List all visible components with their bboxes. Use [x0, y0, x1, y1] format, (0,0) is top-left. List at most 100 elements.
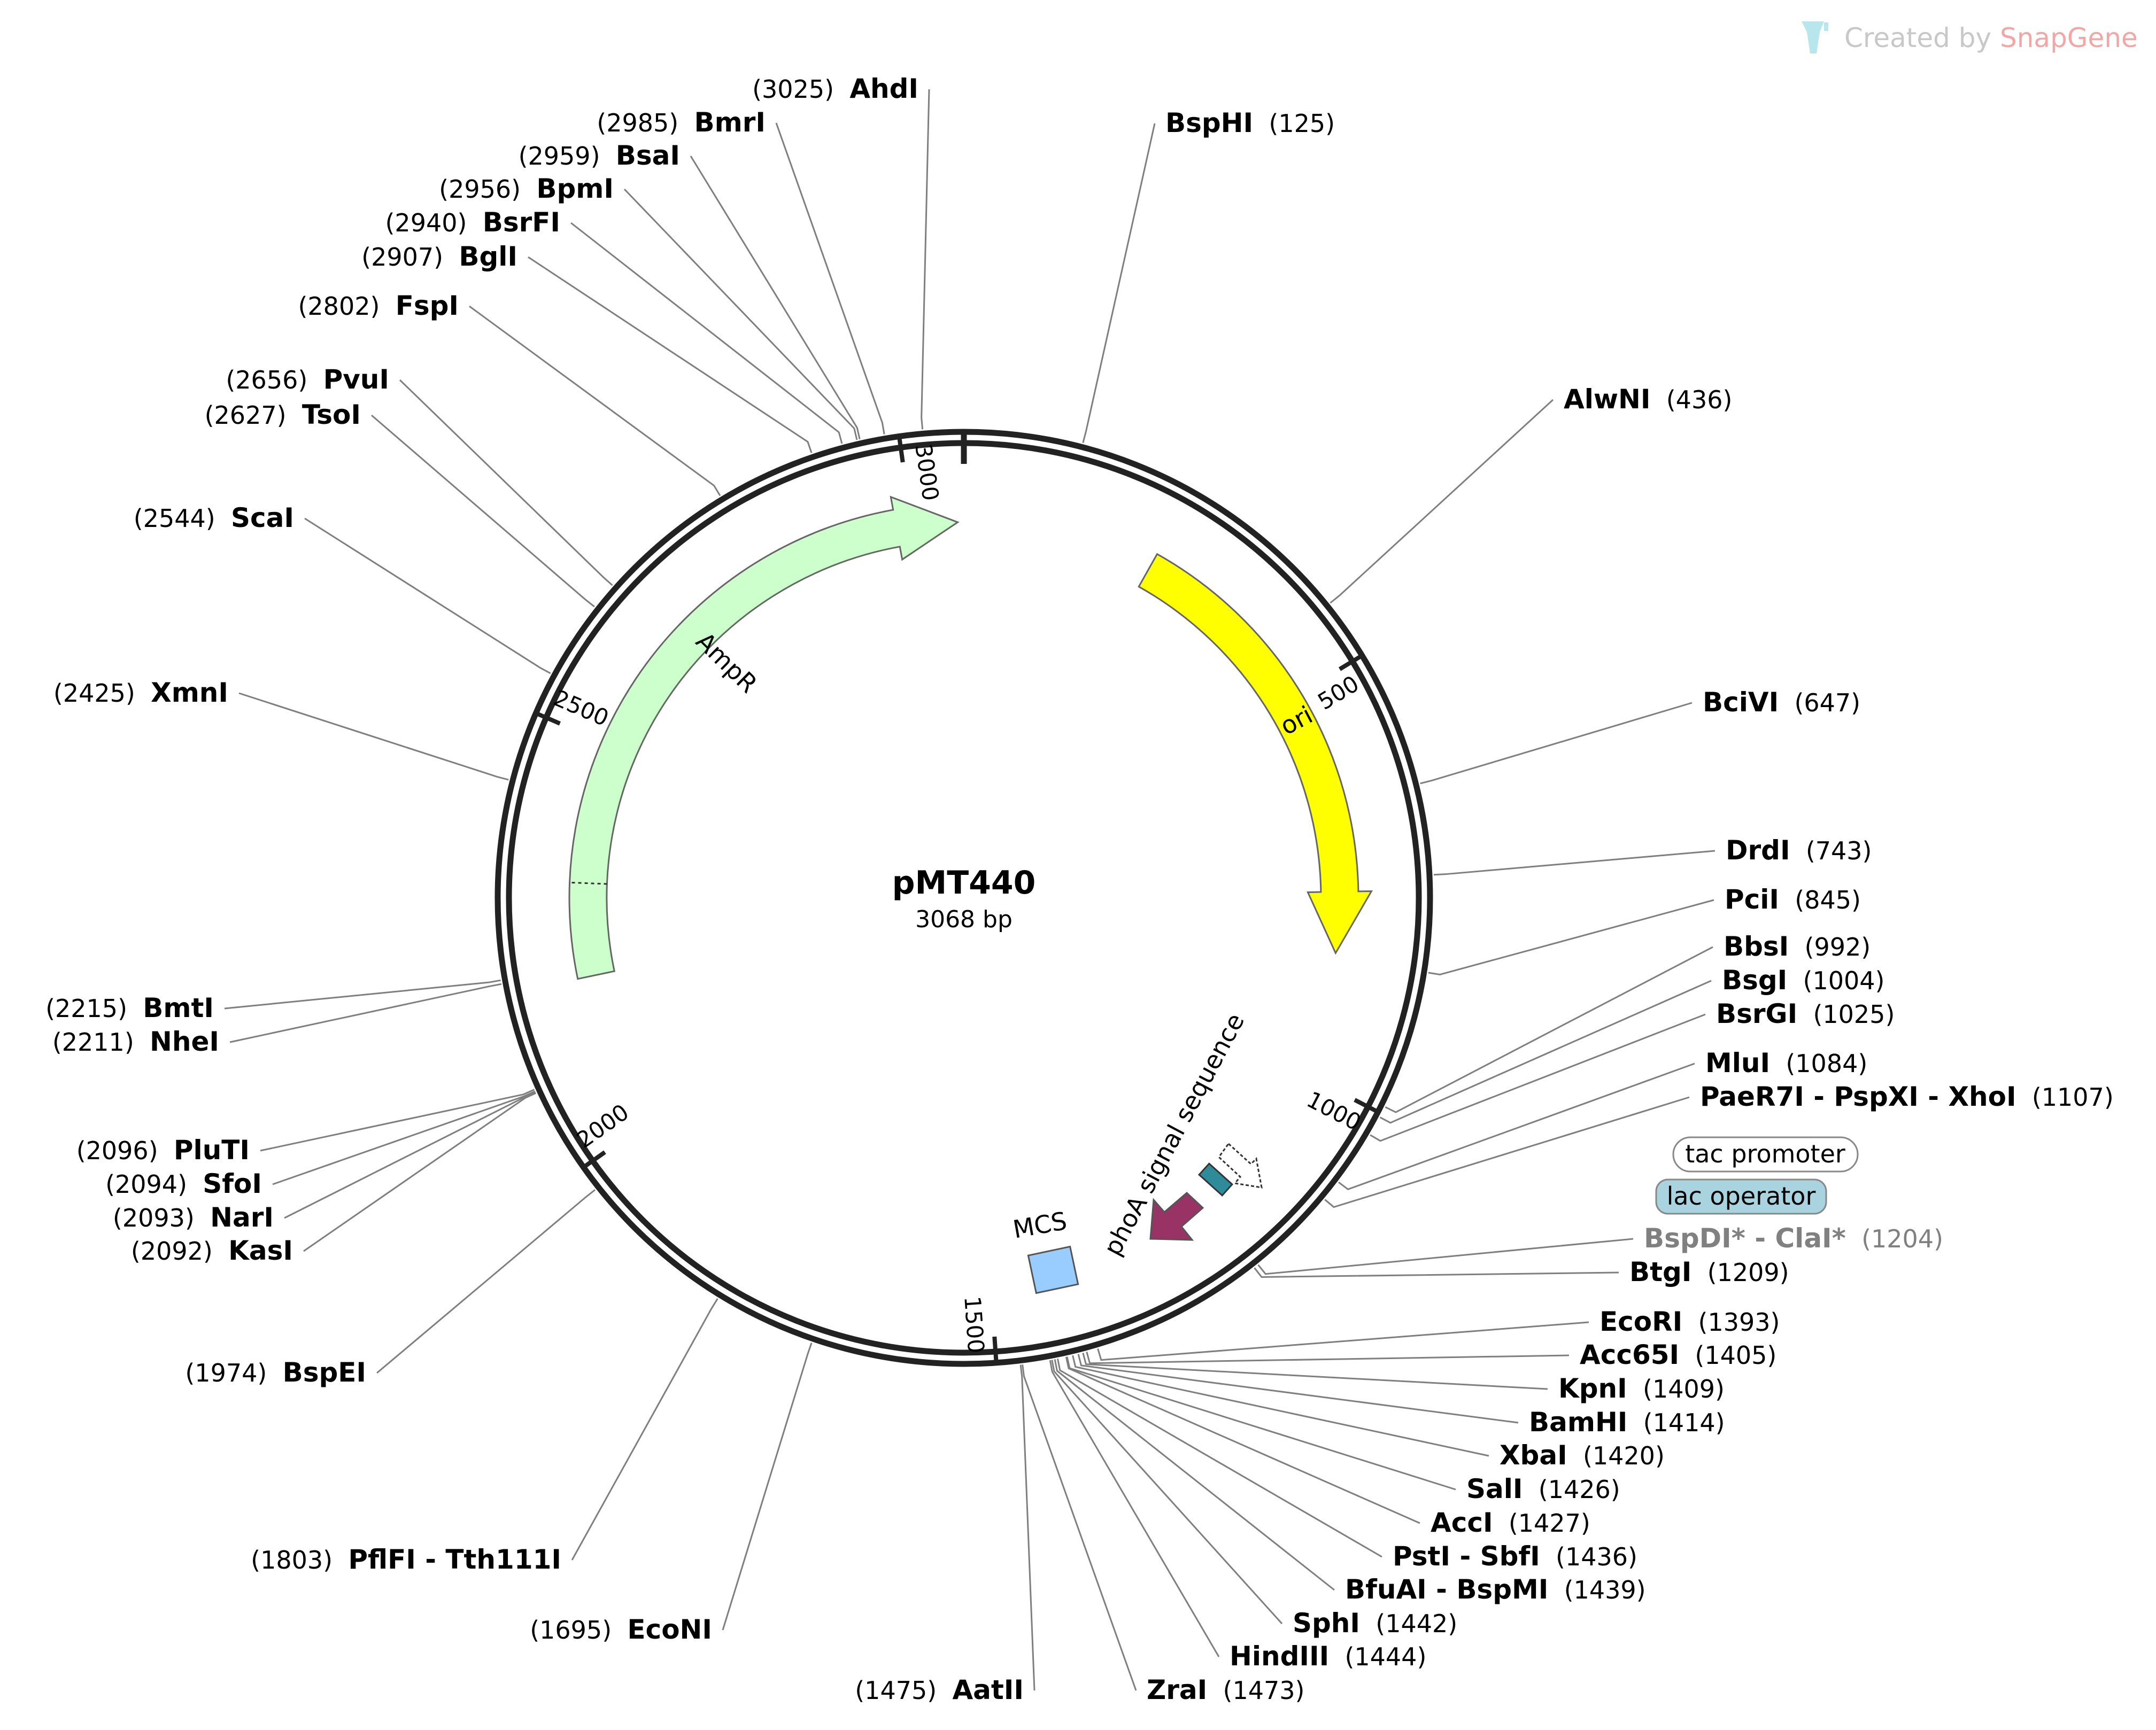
leader-bfuai-bspmi [1054, 1359, 1335, 1591]
site-enzyme: AatII [952, 1674, 1024, 1705]
site-enzyme: MluI [1705, 1048, 1770, 1079]
site-psti-sbfi: PstI - SbfI (1436) [1393, 1541, 1637, 1572]
svg-text:BsgI (1004): BsgI (1004) [1722, 965, 1884, 996]
site-position: (1107) [2032, 1083, 2114, 1112]
site-position: (2211) [52, 1028, 134, 1057]
svg-text:(2544) ScaI: (2544) ScaI [134, 502, 294, 533]
leader-sfoi [272, 1090, 536, 1185]
leader-xbai [1072, 1355, 1489, 1457]
site-paer7i-pspxi-xhoi: PaeR7I - PspXI - XhoI (1107) [1700, 1081, 2114, 1112]
leader-xmni [238, 692, 509, 781]
site-enzyme: PflFI - Tth111I [348, 1544, 561, 1575]
site-enzyme: BpmI [536, 173, 614, 204]
site-position: (1426) [1539, 1475, 1620, 1504]
site-econi: (1695) EcoNI [530, 1614, 712, 1645]
site-position: (1475) [855, 1676, 937, 1705]
svg-text:(1803) PflFI - Tth111I: (1803) PflFI - Tth111I [251, 1544, 561, 1575]
site-enzyme: SfoI [203, 1168, 262, 1199]
leader-bsai [690, 156, 861, 440]
leader-ecori [1097, 1321, 1589, 1361]
svg-text:(2215) BmtI: (2215) BmtI [45, 992, 214, 1023]
leader-nari [284, 1091, 536, 1219]
leader-paer7i-pspxi-xhoi [1324, 1096, 1690, 1208]
svg-text:(2425) XmnI: (2425) XmnI [53, 677, 228, 708]
site-position: (2425) [53, 679, 135, 708]
site-leaders [224, 89, 1715, 1691]
leader-tsoi [371, 414, 595, 608]
svg-text:DrdI (743): DrdI (743) [1726, 835, 1872, 866]
leader-zrai [1022, 1364, 1137, 1691]
site-bsai: (2959) BsaI [519, 140, 680, 171]
lac-operator-feature [1197, 1162, 1234, 1197]
leader-sphi [1051, 1360, 1283, 1625]
site-mlui: MluI (1084) [1705, 1048, 1867, 1079]
snapgene-logo-icon [1802, 21, 1828, 53]
svg-text:EcoRI (1393): EcoRI (1393) [1599, 1306, 1780, 1337]
tick-label-1000: 1000 [1303, 1086, 1365, 1136]
site-enzyme: Acc65I [1580, 1339, 1679, 1370]
site-position: (1405) [1695, 1341, 1776, 1370]
tick-500 [1338, 653, 1365, 671]
site-aatii: (1475) AatII [855, 1674, 1024, 1705]
leader-drdi [1433, 850, 1715, 876]
tick-1000 [1354, 1098, 1381, 1115]
site-position: (2956) [439, 175, 521, 204]
site-position: (1974) [185, 1359, 267, 1387]
site-position: (125) [1269, 109, 1335, 138]
svg-text:(2094) SfoI: (2094) SfoI [105, 1168, 262, 1199]
leader-kpni [1082, 1352, 1548, 1390]
leader-kasi [303, 1092, 537, 1252]
site-sali: SalI (1426) [1466, 1473, 1620, 1504]
leader-pflfi-tth111i [571, 1298, 718, 1561]
site-position: (2093) [113, 1204, 195, 1232]
site-enzyme: EcoNI [627, 1614, 712, 1645]
leader-bspdi-clai [1257, 1238, 1634, 1275]
site-enzyme: FspI [396, 290, 459, 321]
site-btgi: BtgI (1209) [1629, 1256, 1789, 1287]
site-position: (743) [1806, 836, 1872, 865]
leader-psti-sbfi [1056, 1359, 1382, 1558]
leader-bsgi [1379, 980, 1712, 1124]
leader-pluti [260, 1089, 535, 1152]
watermark-brand: SnapGene [2000, 22, 2138, 53]
site-zrai: ZraI (1473) [1147, 1674, 1304, 1705]
mcs-label: MCS [1011, 1206, 1069, 1244]
site-enzyme: BglI [459, 241, 517, 272]
site-nari: (2093) NarI [113, 1202, 274, 1233]
site-bfuai-bspmi: BfuAI - BspMI (1439) [1345, 1574, 1646, 1605]
site-scai: (2544) ScaI [134, 502, 294, 533]
site-position: (2544) [134, 504, 215, 533]
site-tsoi: (2627) TsoI [205, 399, 361, 430]
site-fspi: (2802) FspI [298, 290, 459, 321]
svg-text:(1695) EcoNI: (1695) EcoNI [530, 1614, 712, 1645]
site-enzyme: HindIII [1230, 1641, 1329, 1672]
leader-alwni [1330, 399, 1554, 604]
ampr-label: AmpR [690, 626, 763, 699]
svg-text:BbsI (992): BbsI (992) [1724, 931, 1871, 962]
site-enzyme: ZraI [1147, 1674, 1207, 1705]
site-enzyme: BamHI [1529, 1407, 1627, 1438]
svg-text:(2092) KasI: (2092) KasI [131, 1235, 293, 1266]
tac-promoter-feature [1218, 1142, 1263, 1189]
site-bmti: (2215) BmtI [45, 992, 214, 1023]
site-acci: AccI (1427) [1431, 1507, 1590, 1538]
site-ahdi: (3025) AhdI [752, 73, 918, 104]
site-bmri: (2985) BmrI [597, 107, 766, 138]
site-bspdi-clai: BspDI* - ClaI* (1204) [1644, 1223, 1943, 1254]
site-enzyme: BspDI* - ClaI* [1644, 1223, 1846, 1254]
site-pvui: (2656) PvuI [226, 364, 389, 395]
svg-text:AlwNI (436): AlwNI (436) [1564, 384, 1732, 415]
leader-bmri [775, 122, 885, 435]
site-position: (3025) [752, 75, 834, 104]
svg-text:PciI (845): PciI (845) [1725, 884, 1861, 915]
leader-acci [1065, 1356, 1420, 1524]
leader-fspi [469, 305, 721, 496]
site-position: (1209) [1707, 1258, 1789, 1287]
site-kpni: KpnI (1409) [1558, 1373, 1725, 1404]
svg-text:(3025) AhdI: (3025) AhdI [752, 73, 918, 104]
site-position: (647) [1794, 688, 1860, 717]
site-sfoi: (2094) SfoI [105, 1168, 262, 1199]
site-enzyme: PluTI [174, 1135, 250, 1166]
site-position: (845) [1795, 886, 1861, 914]
